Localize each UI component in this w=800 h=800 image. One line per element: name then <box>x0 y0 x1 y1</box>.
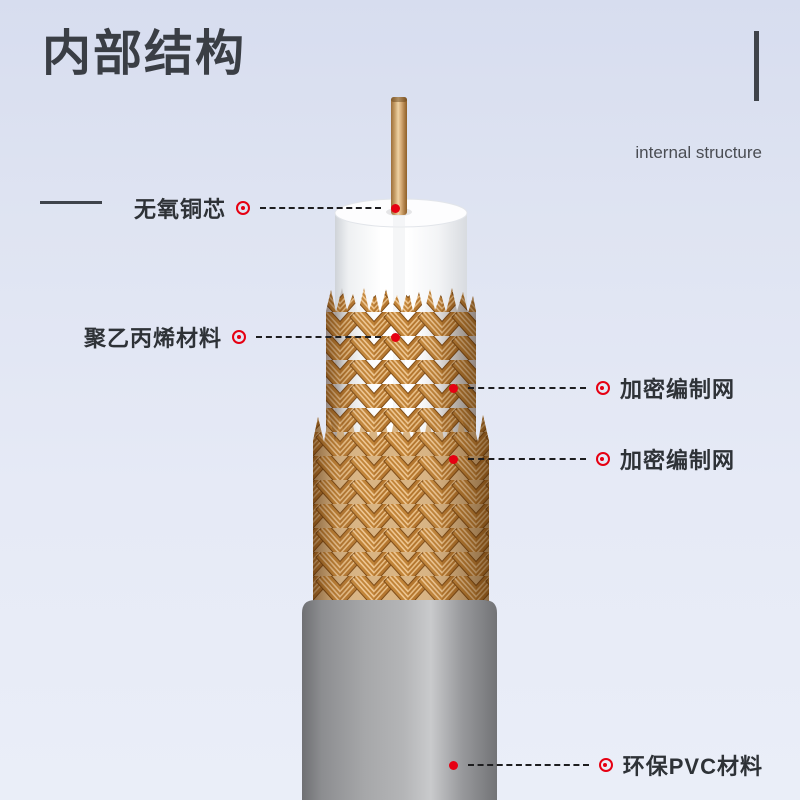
leader-line <box>260 207 381 209</box>
target-ring-icon <box>595 381 610 395</box>
leader-line <box>468 387 586 389</box>
page-subtitle: internal structure <box>635 143 762 162</box>
page-title: 内部结构 <box>42 27 247 81</box>
decorative-dash <box>40 201 102 204</box>
leader-line <box>256 336 381 338</box>
header-accent-bar <box>754 31 759 101</box>
callout-pvc-jacket: 环保PVC材料 <box>449 752 763 779</box>
callout-label: 加密编制网 <box>619 377 735 402</box>
target-dot-icon <box>449 454 458 464</box>
target-ring-icon <box>236 201 251 215</box>
callout-inner-braid: 加密编制网 <box>449 446 735 473</box>
target-dot-icon <box>391 203 400 213</box>
target-ring-icon <box>595 452 610 466</box>
copper-pin <box>391 97 407 215</box>
callout-label: 无氧铜芯 <box>134 197 227 222</box>
target-ring-icon <box>598 758 613 772</box>
pvc-jacket <box>302 600 497 800</box>
leader-line <box>468 764 589 766</box>
target-dot-icon <box>391 332 400 342</box>
target-dot-icon <box>449 760 458 770</box>
target-dot-icon <box>449 383 458 393</box>
callout-dielectric: 聚乙丙烯材料 <box>84 324 400 351</box>
callout-copper-core: 无氧铜芯 <box>134 195 400 222</box>
outer-braid-shield <box>313 414 489 604</box>
callout-label: 环保PVC材料 <box>622 754 763 779</box>
inner-braid-shield <box>326 288 476 456</box>
callout-label: 聚乙丙烯材料 <box>84 326 223 351</box>
leader-line <box>468 458 586 460</box>
callout-outer-braid: 加密编制网 <box>449 375 735 402</box>
callout-label: 加密编制网 <box>619 448 735 473</box>
target-ring-icon <box>232 330 247 344</box>
